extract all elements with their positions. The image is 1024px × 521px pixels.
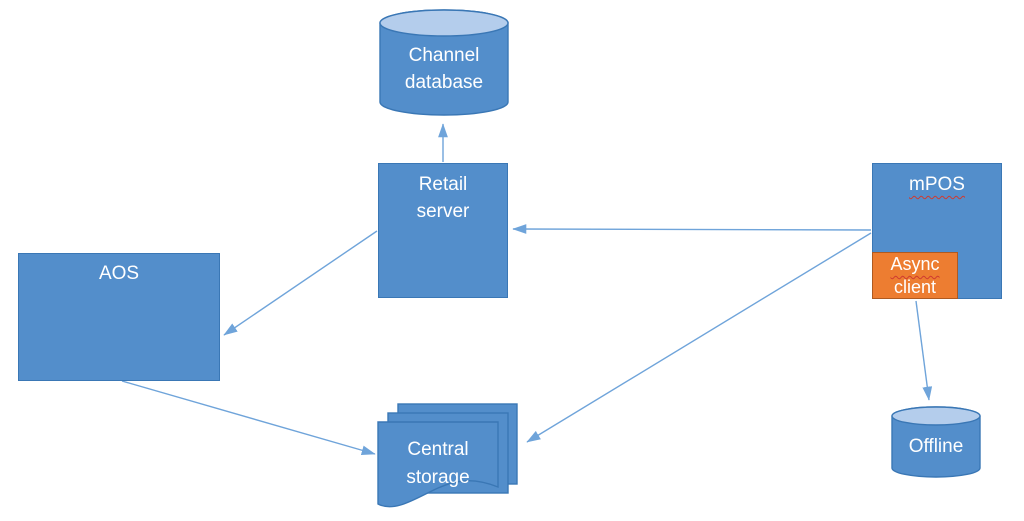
arrow-aos-to-central-storage	[121, 380, 376, 456]
arrow-async-client-to-offline	[915, 300, 933, 401]
cylinder-top-ellipse	[891, 406, 981, 426]
arrow-mpos-to-central-storage	[526, 232, 872, 443]
arrow-retail-server-to-aos	[223, 230, 378, 336]
node-retail-server: Retail server	[378, 163, 508, 298]
node-aos: AOS	[18, 253, 220, 381]
arrow-mpos-to-retail-server	[512, 224, 872, 234]
document-front	[377, 421, 499, 508]
cylinder-top-ellipse	[379, 9, 509, 37]
central-storage-multidocument	[377, 403, 518, 508]
node-async-client: Async client	[872, 252, 958, 299]
async-client-label: Async client	[890, 254, 940, 297]
mpos-label: mPOS	[909, 174, 965, 195]
retail-server-label: Retail server	[416, 174, 470, 222]
channel-database-cylinder	[379, 9, 509, 116]
offline-cylinder	[891, 406, 981, 478]
aos-label: AOS	[98, 263, 140, 284]
